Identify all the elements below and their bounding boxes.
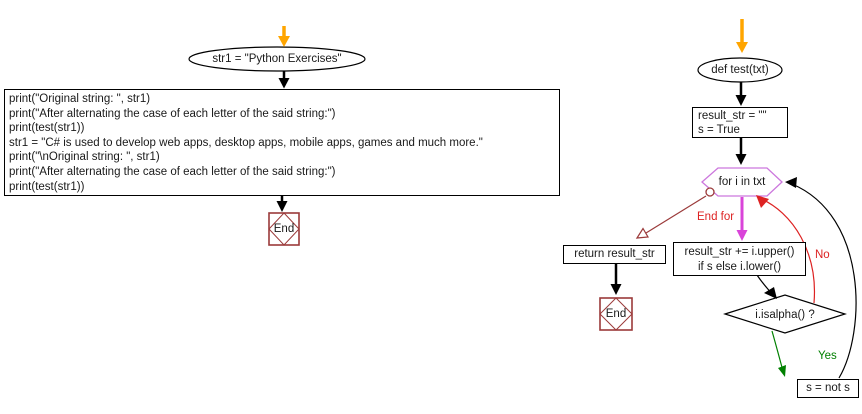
init-line: result_str = "" (698, 110, 767, 122)
arrowhead-body-to-decision (764, 287, 777, 299)
edge-endfor-to-return (645, 195, 707, 234)
code-line: str1 = "C# is used to develop web apps, … (9, 136, 483, 149)
return-node: return result_str (563, 245, 666, 264)
for-loop-label: for i in txt (718, 176, 766, 188)
arrowhead-endfor-open (635, 227, 649, 239)
arrowhead-loop-to-body (736, 230, 748, 241)
body-line: result_str += i.upper() (684, 246, 795, 258)
decision-label: i.isalpha() ? (755, 309, 815, 321)
arrowhead-yes-to-toggle (778, 365, 786, 377)
arrowhead-entry-main (278, 36, 290, 47)
arrowhead-init-to-loop (735, 154, 747, 165)
arrowhead-return-to-end (610, 284, 622, 295)
arrowhead-code-to-end (276, 201, 288, 212)
code-line: print(test(str1)) (9, 122, 85, 135)
end-for-label: End for (697, 211, 735, 223)
main-end-diamond (268, 212, 300, 246)
yes-label: Yes (818, 350, 837, 362)
function-start-label: def test(txt) (711, 64, 769, 76)
code-line: print("Original string: ", str1) (9, 93, 151, 105)
body-line: if s else i.lower() (697, 260, 782, 273)
code-line: print("After alternating the case of eac… (9, 107, 336, 120)
toggle-node: s = not s (797, 379, 859, 398)
no-label: No (815, 249, 830, 261)
init-line: s = True (698, 124, 740, 136)
code-line: print("\nOriginal string: ", str1) (9, 151, 160, 164)
function-end-label: End (605, 308, 627, 320)
function-start-terminal (697, 57, 783, 83)
arrowhead-def-to-init (735, 95, 747, 106)
for-loop-hexagon (701, 167, 783, 197)
edge-yes-to-toggle (771, 330, 784, 372)
arrowhead-toggle-back-to-loop (785, 177, 797, 188)
code-line: print("After alternating the case of eac… (9, 165, 336, 178)
edge-no-back-to-loop (756, 196, 816, 304)
main-start-label: str1 = "Python Exercises" (212, 53, 342, 65)
function-end-diamond (599, 297, 633, 331)
loop-exit-circle (705, 187, 715, 197)
arrowhead-start-to-code (278, 78, 290, 89)
main-start-terminal (188, 46, 366, 72)
main-code-block-node: print("Original string: ", str1) print("… (4, 89, 560, 196)
edge-toggle-back-to-loop (791, 183, 857, 379)
isalpha-decision-diamond (723, 294, 847, 334)
main-end-label: End (273, 223, 295, 235)
init-node: result_str = "" s = True (692, 107, 788, 138)
code-line: print(test(str1)) (9, 180, 85, 193)
arrowhead-no-back-to-loop (756, 195, 769, 208)
loop-body-node: result_str += i.upper() if s else i.lowe… (673, 242, 806, 276)
arrowhead-entry-function (736, 42, 748, 53)
